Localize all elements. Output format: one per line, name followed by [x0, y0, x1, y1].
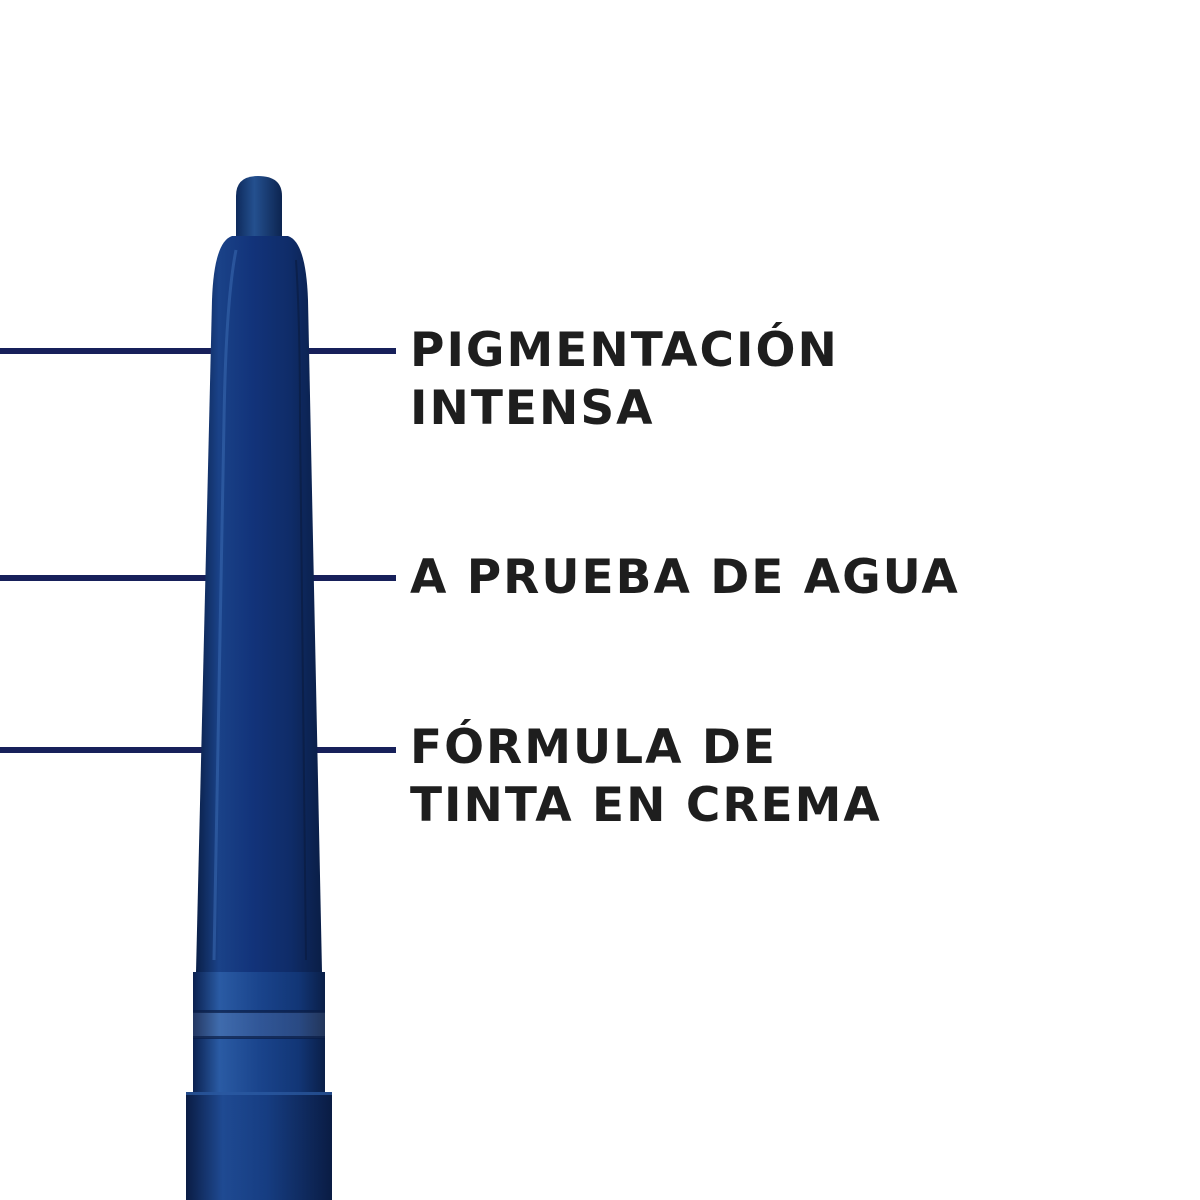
pencil-tip — [236, 176, 282, 238]
feature-label-line: TINTA EN CREMA — [410, 778, 882, 833]
pencil-collar — [193, 972, 325, 1092]
feature-label-line: FÓRMULA DE — [410, 720, 777, 775]
feature-label-formula: FÓRMULA DE TINTA EN CREMA — [410, 719, 882, 835]
pointer-line-formula — [0, 747, 396, 753]
feature-label-line: INTENSA — [410, 381, 655, 436]
feature-label-line: A PRUEBA DE AGUA — [410, 550, 960, 605]
pencil-barrel — [186, 1092, 332, 1200]
pencil-body — [196, 236, 322, 972]
pointer-line-pigmentacion — [0, 348, 396, 354]
feature-label-line: PIGMENTACIÓN — [410, 323, 839, 378]
pointer-line-prueba-agua — [0, 575, 396, 581]
feature-label-pigmentacion: PIGMENTACIÓN INTENSA — [410, 322, 839, 438]
feature-label-prueba-agua: A PRUEBA DE AGUA — [410, 549, 960, 607]
